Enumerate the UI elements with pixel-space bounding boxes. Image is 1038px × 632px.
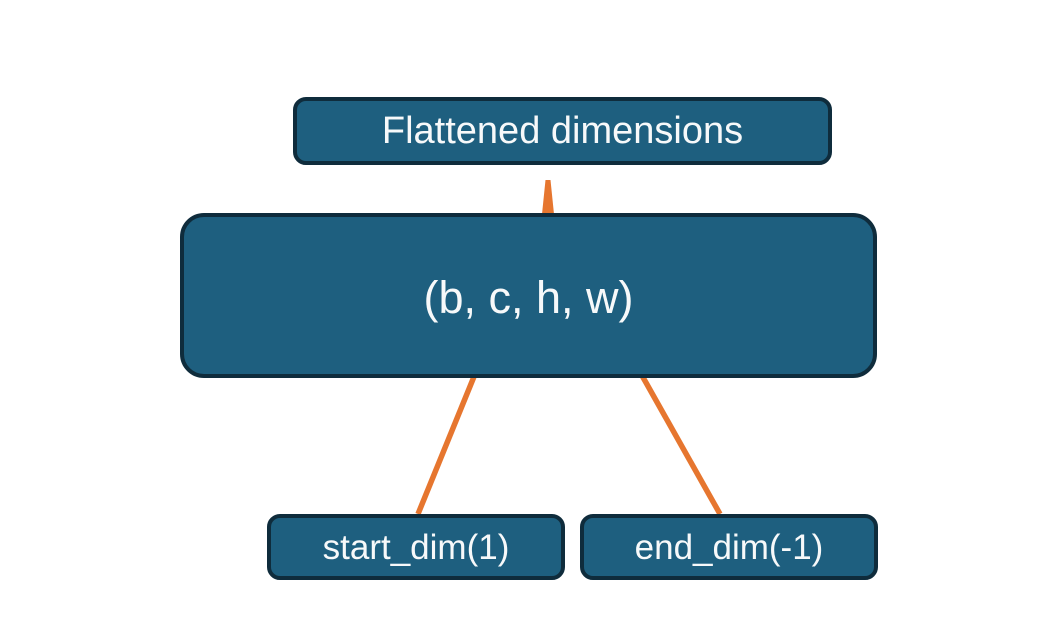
end-dim-label: end_dim(-1) bbox=[634, 527, 824, 567]
start-dim-label: start_dim(1) bbox=[322, 527, 510, 567]
start-dim-node: start_dim(1) bbox=[267, 514, 565, 580]
tensor-shape-node: (b, c, h, w) bbox=[180, 213, 877, 378]
start-dim-arrow-shaft bbox=[415, 355, 485, 516]
flattened-dimensions-label: Flattened dimensions bbox=[381, 110, 744, 152]
end-dim-node: end_dim(-1) bbox=[580, 514, 878, 580]
flattened-dimensions-node: Flattened dimensions bbox=[293, 97, 832, 165]
end-dim-arrow-shaft bbox=[628, 354, 723, 516]
tensor-shape-label: (b, c, h, w) bbox=[423, 272, 634, 323]
